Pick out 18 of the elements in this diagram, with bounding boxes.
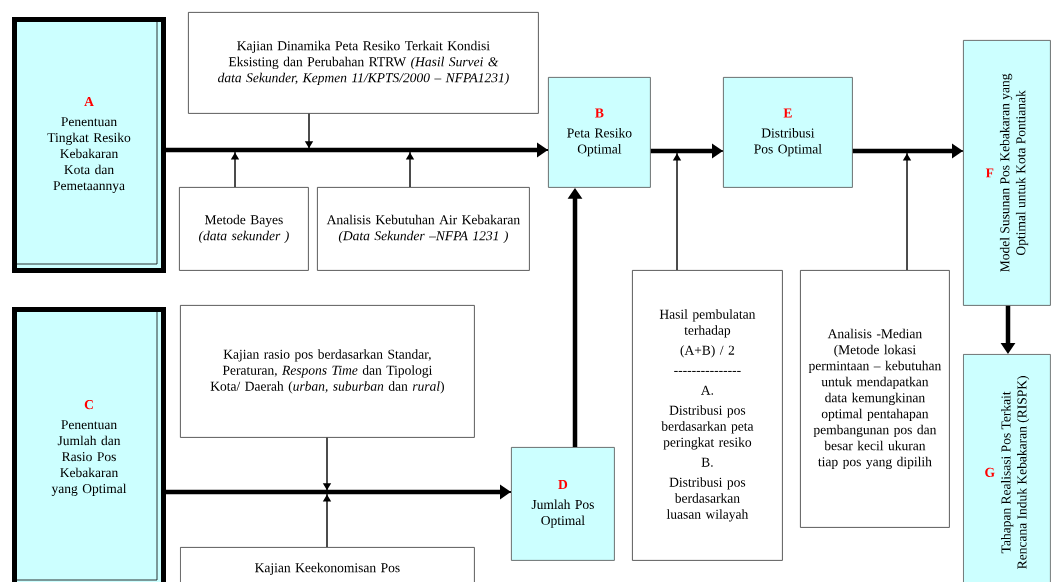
arrow bbox=[322, 491, 512, 548]
arrow bbox=[902, 150, 964, 271]
process-box: C Penentuan Jumlah dan Rasio Pos Kebakaran yang Optimal bbox=[12, 307, 166, 582]
result-box: G Tahapan Realisasi Pos Terkait Rencana Induk Kebakaran (RISPK) bbox=[963, 354, 1051, 582]
note-box: Kajian rasio pos berdasarkan Standar, Peraturan, Respons Time dan Tipologi Kota/ Daerah (urban, suburban dan rural) bbox=[180, 305, 475, 438]
note-box: Kajian Dinamika Peta Resiko Terkait Kondisi Eksisting dan Perubahan RTRW (Hasil Survei & data Sekunder, Kepmen 11/KPTS/2000 – NFPA1231) bbox=[188, 12, 539, 114]
process-box: B Peta Resiko Optimal bbox=[548, 77, 651, 188]
note-box: Kajian Keekonomisan Pos bbox=[180, 547, 475, 582]
note-box: Analisis Kebutuhan Air Kebakaran (Data Sekunder –NFPA 1231 ) bbox=[317, 187, 530, 271]
process-box: E Distribusi Pos Optimal bbox=[723, 77, 853, 188]
process-box: D Jumlah Pos Optimal bbox=[511, 447, 615, 561]
result-box: F Model Susunan Pos Kebakaran yang Optimal untuk Kota Pontianak bbox=[963, 40, 1051, 306]
note-box: Metode Bayes (data sekunder ) bbox=[179, 187, 309, 271]
note-box: Analisis -Median (Metode lokasi permintaan – kebutuhan untuk mendapatkan data kemungkinan optimal pentahapan pembangunan pos dan besar kecil ukuran tiap pos yang dipilih bbox=[800, 270, 950, 528]
arrow bbox=[672, 150, 724, 271]
arrow bbox=[405, 149, 549, 188]
process-box: A Penentuan Tingkat Resiko Kebakaran Kota dan Pemetaannya bbox=[12, 17, 166, 273]
note-box: Hasil pembulatan terhadap (A+B) / 2 --------------- A. Distribusi pos berdasarkan peta peringkat resiko B. Distribusi pos berdasarkan luasan wilayah bbox=[632, 270, 783, 561]
